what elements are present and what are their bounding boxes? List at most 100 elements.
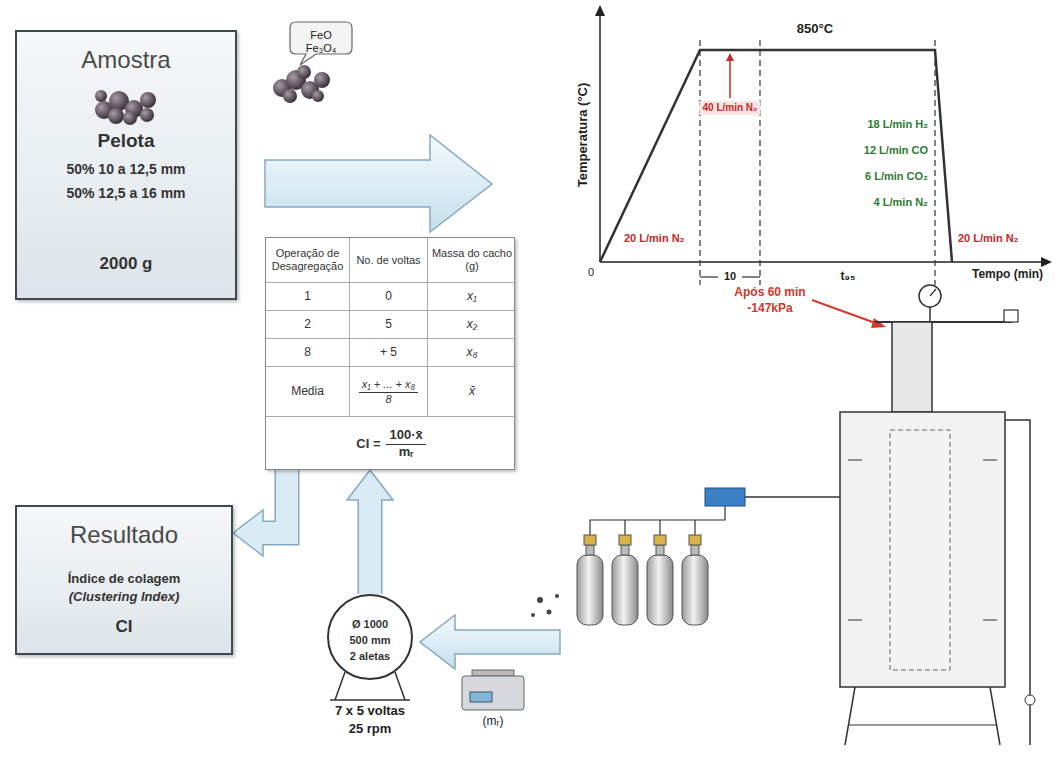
table-text: x₂ — [467, 318, 478, 332]
sample-panel: AmostraPelota 50% 10 a 12,5 mm 50% 12,5 a … — [15, 30, 237, 300]
table-cell: 0 — [350, 283, 428, 311]
text-row: CI — [17, 617, 231, 637]
node-text: Índice de colagem — [68, 571, 181, 586]
pressure-note: -147kPa — [747, 302, 792, 316]
pellet-fragments — [531, 594, 559, 617]
table-cell: Massa do cacho (g) — [428, 238, 516, 283]
speech-bubble: FeOFe₃O₄ — [288, 20, 354, 66]
axis-title: Temperatura (°C) — [576, 83, 591, 188]
table-cell: 5 — [350, 311, 428, 339]
node-text: 50% 12,5 a 16 mm — [66, 185, 185, 201]
mass-symbol: (mᵣ) — [483, 715, 504, 729]
table-cell: Operação de Desagregação — [266, 238, 350, 283]
text-row: Amostra — [17, 46, 235, 74]
node-text: Fe₃O₄ — [306, 42, 336, 54]
fraction: 100·x̄mᵣ — [386, 428, 425, 460]
weighing-scale — [462, 670, 524, 710]
gas-flow: 40 L/min N₂ — [699, 101, 760, 115]
text-row: FeO — [288, 25, 354, 43]
gas-flow: 18 L/min H₂ — [867, 118, 928, 131]
connector-layer — [233, 470, 393, 594]
axis-tick: 0 — [588, 266, 594, 279]
pellet-sample — [86, 82, 166, 126]
gas-flow: 6 L/min CO₂ — [865, 170, 928, 183]
text-row: 50% 10 a 12,5 mm — [17, 160, 235, 178]
gas-flow: 12 L/min CO — [864, 144, 928, 157]
table-text: x₈ — [466, 346, 477, 360]
text-row: 2000 g — [17, 254, 235, 274]
table-cell: x₁ + ... + x₈8 — [350, 367, 428, 417]
drum-setting: 25 rpm — [349, 722, 392, 737]
table-text: Operação de Desagregação — [268, 247, 347, 272]
process-arrow — [420, 615, 560, 669]
table-text: 0 — [385, 290, 392, 304]
table-cell: Media — [266, 367, 350, 417]
text-row: (Clustering Index) — [17, 587, 231, 605]
table-text: 1 — [304, 290, 311, 304]
table-cell: 1 — [266, 283, 350, 311]
node-text: (Clustering Index) — [69, 589, 180, 604]
table-text: + 5 — [380, 346, 397, 360]
gas-flow: 4 L/min N₂ — [874, 196, 928, 209]
table-text: Media — [291, 385, 324, 399]
pressure-callout-arrow — [812, 300, 886, 328]
table-text: x₁ — [467, 290, 477, 304]
fraction-denominator: 8 — [385, 393, 391, 406]
node-text: FeO — [310, 29, 331, 41]
table-text: Massa do cacho (g) — [430, 247, 514, 272]
drum-setting: 7 x 5 voltas — [335, 704, 405, 719]
table-text: x̄ — [469, 385, 475, 399]
table-text: 2 — [304, 318, 311, 332]
node-text: CI — [116, 617, 133, 636]
table-cell: x₂ — [428, 311, 516, 339]
text-row: Resultado — [17, 521, 231, 549]
gas-flow: 20 L/min N₂ — [958, 232, 1019, 245]
table-text: CI = — [356, 437, 380, 452]
node-text: 500 mm — [350, 634, 391, 646]
data-table: Operação de Desagregação No. de voltas Mas… — [265, 237, 515, 470]
fraction: x₁ + ... + x₈8 — [359, 378, 418, 405]
process-arrow — [265, 135, 492, 232]
node-text: 50% 10 a 12,5 mm — [66, 161, 185, 177]
fraction-denominator: mᵣ — [399, 445, 414, 460]
table-cell: 2 — [266, 311, 350, 339]
flow-arrow — [347, 470, 393, 594]
table-cell: CI = 100·x̄mᵣ — [266, 417, 516, 471]
text-row: Ø 1000 — [329, 614, 411, 632]
table-cell: x₁ — [428, 283, 516, 311]
table-cell: 8 — [266, 339, 350, 367]
text-row: Pelota — [17, 130, 235, 152]
text-row: 500 mm — [329, 630, 411, 648]
text-row: 2 aletas — [329, 646, 411, 664]
gas-supply — [577, 488, 840, 625]
table-cell: + 5 — [350, 339, 428, 367]
table-cell: No. de voltas — [350, 238, 428, 283]
table-text: 5 — [385, 318, 392, 332]
node-text: 2000 g — [100, 254, 153, 273]
result-panel: ResultadoÍndice de colagem (Clustering In… — [15, 505, 233, 655]
node-text: 2 aletas — [350, 650, 390, 662]
gas-flow: 20 L/min N₂ — [624, 232, 685, 245]
pellet-cluster — [273, 65, 330, 103]
text-row: 50% 12,5 a 16 mm — [17, 184, 235, 202]
node-text: Ø 1000 — [352, 618, 388, 630]
axis-title: Tempo (min) — [972, 268, 1043, 282]
time-interval: t₉₅ — [841, 270, 856, 284]
table-text: 8 — [304, 346, 311, 360]
reduction-furnace — [840, 285, 1035, 745]
table-cell: x̄ — [428, 367, 516, 417]
node-text: Amostra — [81, 46, 170, 73]
temperature-chart — [595, 5, 1052, 285]
node-text: Pelota — [97, 130, 154, 151]
flow-arrow — [233, 470, 287, 556]
fraction-numerator: x₁ + ... + x₈ — [359, 378, 418, 393]
pressure-note: Após 60 min — [734, 286, 805, 300]
temperature-value: 850°C — [797, 22, 833, 37]
tumbler-drum: Ø 1000 500 mm 2 aletas — [327, 594, 413, 680]
node-text: Resultado — [70, 521, 178, 548]
text-row: Índice de colagem — [17, 569, 231, 587]
fraction-numerator: 100·x̄ — [386, 428, 425, 445]
table-text: No. de voltas — [356, 254, 420, 267]
table-cell: x₈ — [428, 339, 516, 367]
